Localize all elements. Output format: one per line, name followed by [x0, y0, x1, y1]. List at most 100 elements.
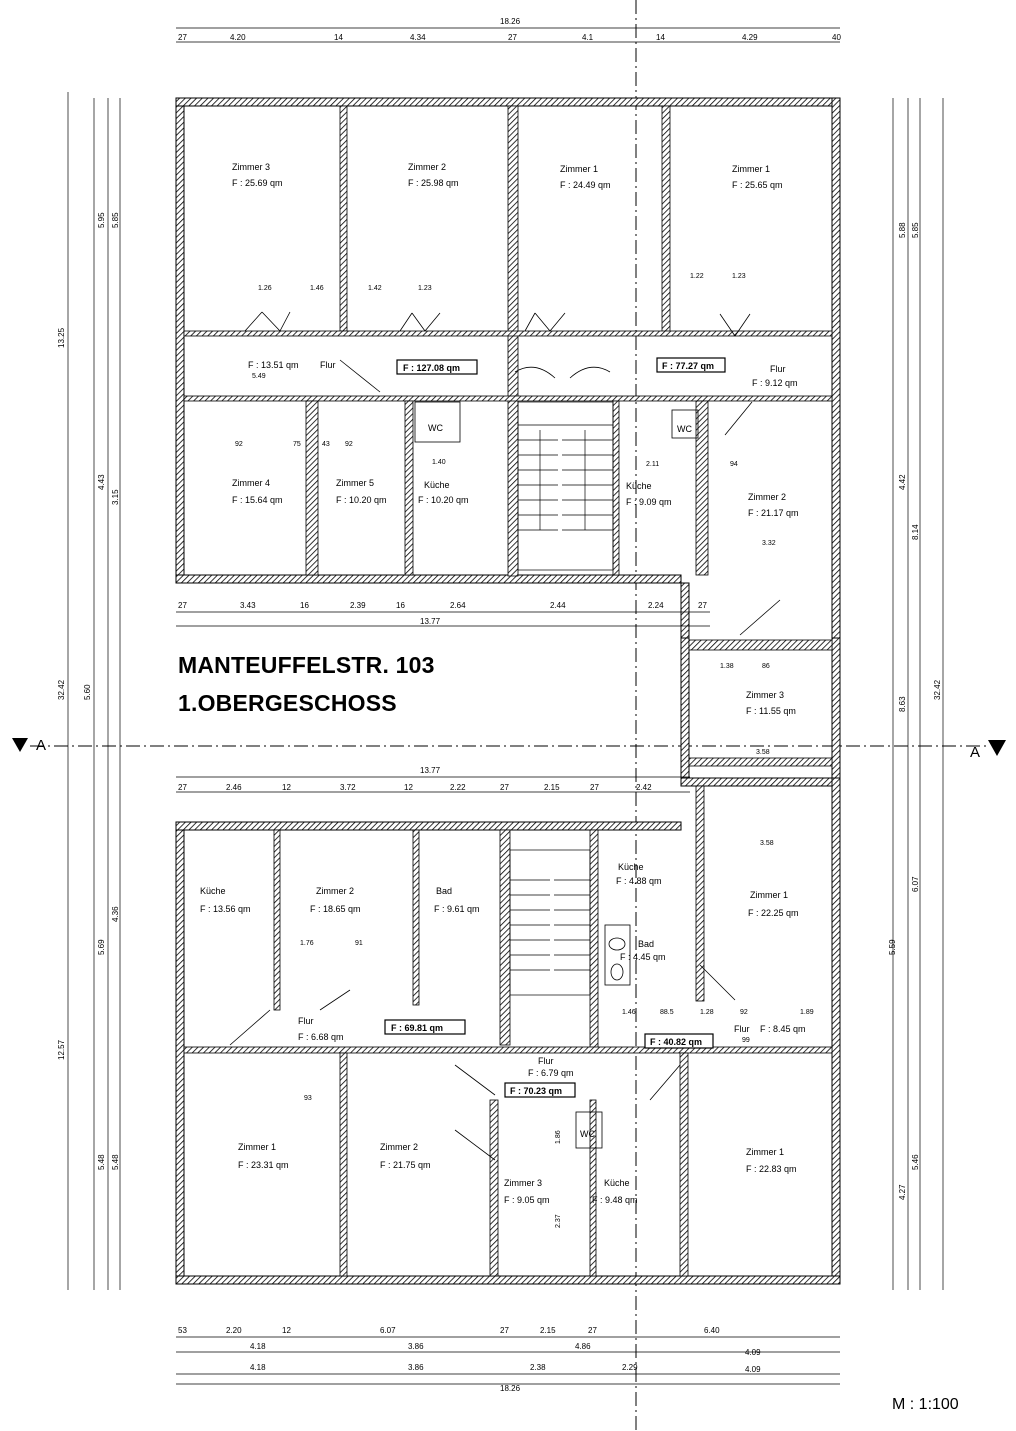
dim-bottom: 6.40 [704, 1326, 720, 1335]
room-name: Zimmer 2 [316, 886, 354, 896]
room-dim: 1.46 [310, 285, 324, 292]
dim-right: 32.42 [933, 679, 942, 700]
room-dim: 1.23 [418, 285, 432, 292]
dim-mid: 27 [178, 601, 187, 610]
room-area: F : 21.17 qm [748, 508, 799, 518]
exterior-walls [175, 97, 841, 1285]
room-area: F : 8.45 qm [760, 1024, 806, 1034]
room-area: F : 21.75 qm [380, 1160, 431, 1170]
room-dim: 1.38 [720, 663, 734, 670]
room-name: Küche [200, 886, 226, 896]
dim-top: 4.1 [582, 33, 594, 42]
room-dim: 5.49 [252, 373, 266, 380]
room-name: Küche [626, 481, 652, 491]
door-swings [229, 311, 781, 1161]
room-dim: 43 [322, 441, 330, 448]
dim-bottom: 6.07 [380, 1326, 396, 1335]
dim-top-small: 14 [656, 33, 665, 42]
room-area: F : 9.09 qm [626, 497, 672, 507]
dim-left: 5.85 [111, 212, 120, 228]
dim-left: 4.36 [111, 906, 120, 922]
plan-title: MANTEUFFELSTR. 103 [178, 652, 435, 678]
room-area: F : 22.83 qm [746, 1164, 797, 1174]
bath-fixtures [414, 401, 699, 1149]
room-name: Zimmer 2 [380, 1142, 418, 1152]
room-area: F : 6.68 qm [298, 1032, 344, 1042]
room-dim: 94 [730, 461, 738, 468]
room-name: Zimmer 3 [232, 162, 270, 172]
dim-right: 5.59 [888, 939, 897, 955]
dim-left: 3.15 [111, 489, 120, 505]
dim-left: 5.48 [97, 1154, 106, 1170]
room-area: F : 4.45 qm [620, 952, 666, 962]
room-dim: 2.11 [646, 461, 659, 468]
dimension-texts: 18.26 4.20 4.34 4.1 4.29 27 14 27 14 40 … [178, 17, 841, 1393]
dim-left: 5.69 [97, 939, 106, 955]
room-dim: 86 [762, 663, 770, 670]
dim-bottom: 4.09 [745, 1365, 761, 1374]
room-name: Zimmer 3 [746, 690, 784, 700]
dim-left: 13.25 [57, 327, 66, 348]
room-area: F : 11.55 qm [746, 706, 796, 716]
total-lower-left: F : 69.81 qm [391, 1023, 443, 1033]
dim-bottom: 27 [500, 1326, 509, 1335]
room-dim: 1.40 [432, 459, 446, 466]
section-markers [12, 738, 1006, 756]
staircase-lower [509, 849, 591, 996]
room-name: Flur [734, 1024, 750, 1034]
room-dimension-texts: 1.26 1.46 1.42 1.23 1.22 1.23 5.49 92 75… [235, 273, 814, 1228]
dim-bottom: 2.15 [540, 1326, 556, 1335]
dim-left: 5.60 [83, 684, 92, 700]
room-name: Zimmer 1 [560, 164, 598, 174]
total-upper-right: F : 77.27 qm [662, 361, 714, 371]
dim-left: 4.43 [97, 474, 106, 490]
dim-top-small: 14 [334, 33, 343, 42]
room-dim: 92 [740, 1009, 748, 1016]
plan-subtitle: 1.OBERGESCHOSS [178, 690, 397, 716]
room-name: Küche [424, 480, 450, 490]
dim-bottom: 4.18 [250, 1363, 266, 1372]
dim-mid: 2.24 [648, 601, 664, 610]
dim-bottom: 3.86 [408, 1342, 424, 1351]
dim-mid: 3.72 [340, 783, 356, 792]
room-area: F : 22.25 qm [748, 908, 799, 918]
dim-left: 5.48 [111, 1154, 120, 1170]
dim-bottom: 12 [282, 1326, 291, 1335]
room-area: F : 9.05 qm [504, 1195, 550, 1205]
room-area: F : 23.31 qm [238, 1160, 289, 1170]
dim-mid: 27 [178, 783, 187, 792]
apartment-total-boxes [384, 357, 726, 1098]
dim-right: 5.88 [898, 222, 907, 238]
dim-right: 6.07 [911, 876, 920, 892]
room-name: Zimmer 1 [746, 1147, 784, 1157]
dim-left: 32.42 [57, 679, 66, 700]
room-name: Küche [618, 862, 644, 872]
dim-top: 4.29 [742, 33, 758, 42]
dim-mid: 2.15 [544, 783, 560, 792]
dim-bottom: 4.09 [745, 1348, 761, 1357]
dimension-lines [67, 27, 944, 1385]
dim-mid: 2.22 [450, 783, 466, 792]
section-axis-lines [30, 0, 990, 1431]
room-dim: 88.5 [660, 1009, 674, 1016]
dim-left: 5.95 [97, 212, 106, 228]
room-dim: 75 [293, 441, 301, 448]
dim-bottom: 3.86 [408, 1363, 424, 1372]
dim-bottom: 53 [178, 1326, 187, 1335]
dim-mid: 2.46 [226, 783, 242, 792]
section-label-right: A [970, 744, 981, 761]
dim-bottom: 2.20 [226, 1326, 242, 1335]
room-name: Flur [538, 1056, 554, 1066]
room-dim: 1.26 [258, 285, 272, 292]
room-area: F : 15.64 qm [232, 495, 283, 505]
room-name: WC [580, 1129, 595, 1139]
dim-mid: 2.39 [350, 601, 366, 610]
room-name: Zimmer 4 [232, 478, 270, 488]
room-name: Bad [436, 886, 452, 896]
section-label-left: A [36, 737, 47, 754]
dim-top-small: 40 [832, 33, 841, 42]
room-name: Zimmer 2 [748, 492, 786, 502]
dim-bottom: 4.86 [575, 1342, 591, 1351]
scale-label: M : 1:100 [892, 1396, 959, 1413]
